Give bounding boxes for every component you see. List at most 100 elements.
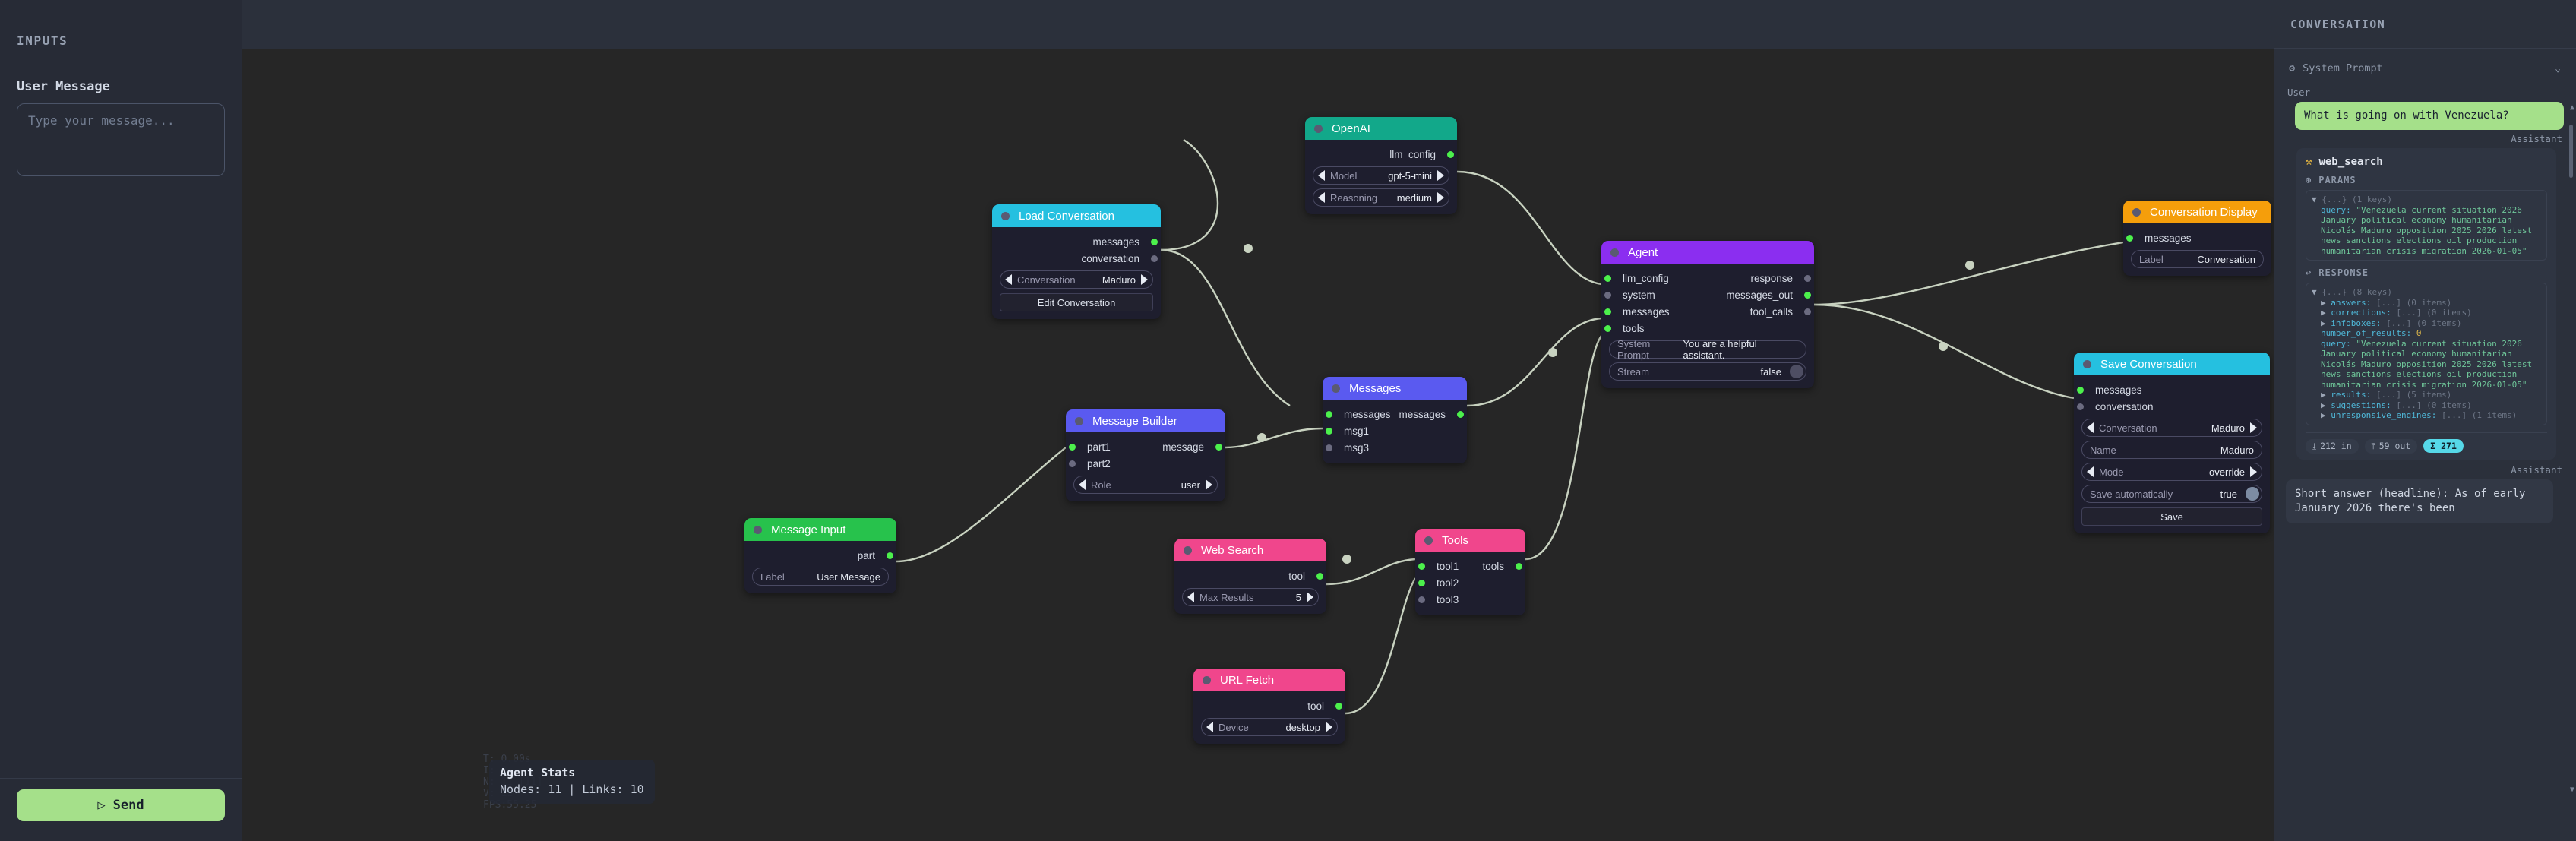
- port-pin[interactable]: [1804, 291, 1811, 299]
- collapse-triangle-icon[interactable]: ▼: [2312, 194, 2317, 204]
- node-button[interactable]: Edit Conversation: [1000, 293, 1153, 311]
- node-collapse-icon[interactable]: [1075, 416, 1083, 425]
- node-header[interactable]: Conversation Display: [2123, 201, 2271, 223]
- expand-triangle-icon[interactable]: ▶: [2321, 308, 2326, 318]
- port-pin[interactable]: [2126, 234, 2133, 242]
- response-json-row[interactable]: ▶ suggestions: [...] (0 items): [2321, 400, 2541, 411]
- node-collapse-icon[interactable]: [754, 525, 762, 534]
- user-message-input[interactable]: [17, 103, 225, 176]
- chevron-left-icon[interactable]: [2087, 422, 2094, 433]
- port-pin[interactable]: [2077, 386, 2084, 394]
- node-collapse-icon[interactable]: [1332, 384, 1340, 393]
- port-pin[interactable]: [1516, 562, 1522, 570]
- node-header[interactable]: OpenAI: [1305, 117, 1457, 140]
- node-collapse-icon[interactable]: [1610, 248, 1619, 257]
- scroll-up-caret-icon[interactable]: ▲: [2569, 103, 2574, 112]
- port-pin[interactable]: [887, 552, 893, 559]
- chevron-left-icon[interactable]: [1187, 592, 1194, 602]
- node-collapse-icon[interactable]: [2083, 359, 2091, 368]
- port-pin[interactable]: [1604, 324, 1611, 332]
- port-pin[interactable]: [1069, 443, 1076, 451]
- node-collapse-icon[interactable]: [1314, 124, 1323, 133]
- expand-triangle-icon[interactable]: ▶: [2321, 410, 2326, 420]
- send-button[interactable]: ▷ Send: [17, 789, 225, 821]
- response-json-row[interactable]: ▶ corrections: [...] (0 items): [2321, 308, 2541, 318]
- port-pin[interactable]: [1316, 572, 1323, 580]
- port-pin[interactable]: [1447, 150, 1454, 158]
- expand-triangle-icon[interactable]: ▶: [2321, 400, 2326, 410]
- params-json[interactable]: ▼ {...} (1 keys) query: "Venezuela curre…: [2306, 190, 2547, 261]
- port-pin[interactable]: [1151, 255, 1158, 262]
- port-pin[interactable]: [1604, 291, 1611, 299]
- port-pin[interactable]: [1604, 274, 1611, 282]
- port-pin[interactable]: [1457, 410, 1464, 418]
- chevron-right-icon[interactable]: [2250, 422, 2257, 433]
- node-header[interactable]: Message Builder: [1066, 409, 1225, 432]
- node-collapse-icon[interactable]: [1424, 536, 1433, 545]
- conversation-scroll[interactable]: ⚙ System Prompt ⌄ User What is going on …: [2274, 49, 2576, 812]
- node-collapse-icon[interactable]: [1184, 545, 1192, 555]
- node-button[interactable]: Save: [2081, 507, 2262, 526]
- port-pin[interactable]: [1326, 444, 1332, 451]
- toggle-knob[interactable]: [2246, 487, 2259, 501]
- port-pin[interactable]: [1215, 443, 1222, 451]
- chevron-right-icon[interactable]: [1307, 592, 1313, 602]
- conversation-scrollbar-thumb[interactable]: [2569, 125, 2573, 178]
- expand-triangle-icon[interactable]: ▶: [2321, 318, 2326, 328]
- port-pin[interactable]: [1418, 579, 1425, 586]
- port-pin[interactable]: [1604, 308, 1611, 315]
- toggle-knob[interactable]: [1790, 365, 1803, 378]
- conversation-scrollbar-track[interactable]: [2569, 105, 2573, 812]
- chevron-right-icon[interactable]: [1206, 479, 1212, 490]
- chevron-left-icon[interactable]: [2087, 466, 2094, 477]
- port-pin[interactable]: [2077, 403, 2084, 410]
- port-pin[interactable]: [1418, 562, 1425, 570]
- node-collapse-icon[interactable]: [2132, 207, 2141, 217]
- node-header[interactable]: Agent: [1601, 241, 1814, 264]
- response-json-row[interactable]: ▶ results: [...] (5 items): [2321, 390, 2541, 400]
- chevron-left-icon[interactable]: [1206, 722, 1213, 732]
- response-json-row[interactable]: number_of_results: 0: [2321, 328, 2541, 339]
- node-header[interactable]: URL Fetch: [1193, 669, 1345, 691]
- chevron-right-icon[interactable]: [2250, 466, 2257, 477]
- port-pin[interactable]: [1335, 702, 1342, 710]
- response-json-row[interactable]: ▶ infoboxes: [...] (0 items): [2321, 318, 2541, 329]
- port-pin[interactable]: [1418, 596, 1425, 603]
- chevron-right-icon[interactable]: [1141, 274, 1148, 285]
- chevron-left-icon[interactable]: [1318, 192, 1325, 203]
- collapse-triangle-icon[interactable]: ▼: [2312, 287, 2317, 297]
- node-header[interactable]: Message Input: [744, 518, 896, 541]
- node-collapse-icon[interactable]: [1001, 211, 1010, 220]
- response-json[interactable]: ▼ {...} (8 keys) ▶ answers: [...] (0 ite…: [2306, 283, 2547, 425]
- port-pin[interactable]: [1151, 238, 1158, 245]
- chevron-left-icon[interactable]: [1005, 274, 1012, 285]
- response-json-row[interactable]: ▶ unresponsive_engines: [...] (1 items): [2321, 410, 2541, 421]
- node-header[interactable]: Load Conversation: [992, 204, 1161, 227]
- port-pin[interactable]: [1804, 308, 1811, 315]
- chevron-right-icon[interactable]: [1437, 170, 1444, 181]
- chevron-left-icon[interactable]: [1079, 479, 1086, 490]
- node-header[interactable]: Tools: [1415, 529, 1525, 552]
- port-pin[interactable]: [1069, 460, 1076, 467]
- scroll-down-caret-icon[interactable]: ▼: [2569, 786, 2574, 794]
